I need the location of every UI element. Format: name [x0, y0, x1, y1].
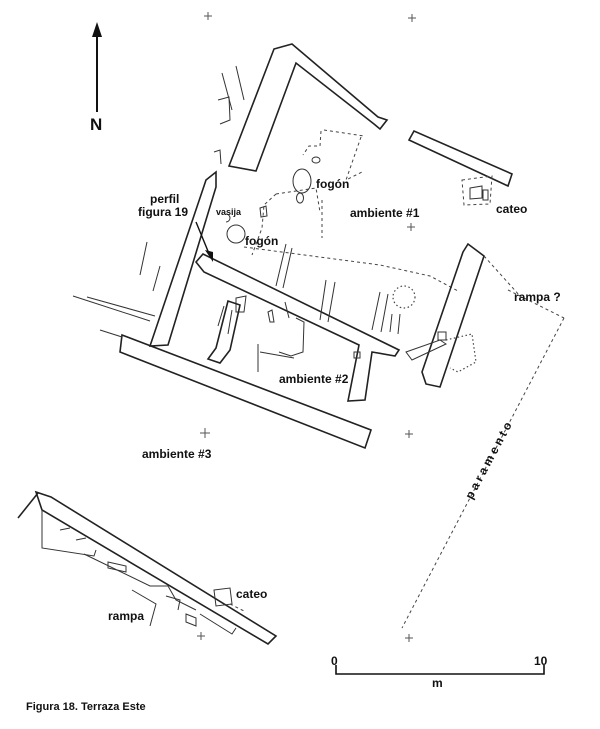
fogon-features [225, 156, 361, 359]
scale-start: 0 [331, 654, 338, 668]
north-label: N [90, 115, 102, 134]
grid-markers [197, 12, 416, 642]
label-rampa-1: rampa ? [514, 290, 561, 304]
scale-unit: m [432, 676, 443, 690]
perfil-arrow-icon [195, 221, 213, 262]
round-feature [392, 285, 416, 309]
wall-south [99, 329, 373, 450]
label-vasija: vasija [216, 207, 242, 217]
wall-west [72, 170, 217, 347]
label-ambiente-1: ambiente #1 [350, 206, 420, 220]
scale-end: 10 [534, 654, 548, 668]
wall-partition [206, 243, 389, 364]
label-figura: figura 19 [138, 205, 188, 219]
paramento-boundary [401, 255, 565, 629]
scale-bar [335, 665, 545, 675]
label-ambiente-2: ambiente #2 [279, 372, 349, 386]
label-cateo-1: cateo [496, 202, 527, 216]
wall-ambiente-1 [213, 43, 389, 172]
wall-central [194, 253, 401, 402]
label-ambiente-3: ambiente #3 [142, 447, 212, 461]
wall-northeast [407, 129, 513, 206]
label-fogon-2: fogón [245, 234, 278, 248]
label-paramento: paramento [462, 417, 516, 502]
label-perfil: perfil [150, 192, 179, 206]
wall-east [405, 242, 485, 388]
label-fogon-1: fogón [316, 177, 349, 191]
figure-caption: Figura 18. Terraza Este [26, 701, 146, 713]
label-cateo-2: cateo [236, 587, 267, 601]
outline-ambiente-1 [243, 129, 459, 292]
wall-southwest [17, 490, 278, 646]
north-arrow-icon [92, 22, 102, 112]
label-rampa-2: rampa [108, 609, 144, 623]
